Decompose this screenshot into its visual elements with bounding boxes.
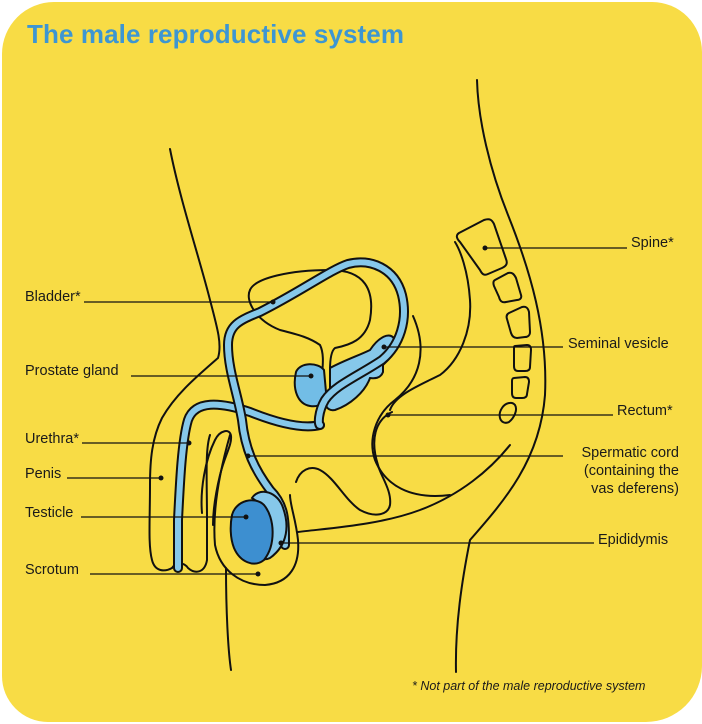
perineum-contour: [297, 444, 511, 533]
back-contour: [454, 79, 547, 673]
label-bladder: Bladder*: [25, 289, 81, 305]
label-spermatic-cord-line-2: (containing the: [583, 463, 679, 479]
label-epididymis: Epididymis: [598, 532, 669, 548]
label-seminal-vesicle: Seminal vesicle: [568, 336, 669, 352]
label-rectum: Rectum*: [617, 403, 673, 419]
label-spine: Spine*: [631, 235, 674, 251]
vertebra: [492, 271, 523, 304]
thigh-line: [225, 567, 232, 671]
scrotum-outline: [213, 434, 300, 586]
testicle-shape: [229, 499, 274, 565]
diagram-title: The male reproductive system: [27, 19, 405, 49]
label-prostate-gland: Prostate gland: [25, 363, 119, 379]
vertebra: [513, 344, 532, 372]
vertebra: [505, 305, 531, 339]
bladder-outline: [249, 269, 373, 371]
label-testicle: Testicle: [25, 505, 74, 521]
leader-lines: [67, 245, 627, 577]
label-scrotum: Scrotum: [25, 562, 79, 578]
perineum-loop: [295, 411, 393, 516]
vertebra: [511, 376, 530, 399]
label-spermatic-cord-line-1: Spermatic cord: [581, 445, 679, 461]
vertebra: [498, 401, 518, 424]
footnote: * Not part of the male reproductive syst…: [412, 679, 646, 693]
abdomen-contour: [148, 148, 221, 572]
vertebra: [455, 218, 508, 276]
label-spermatic-cord-line-3: vas deferens): [591, 481, 679, 497]
rectum-outline-outer: [371, 315, 451, 497]
label-penis: Penis: [25, 466, 62, 482]
label-spermatic-cord: Spermatic cord (containing the vas defer…: [560, 444, 679, 498]
label-urethra: Urethra*: [25, 431, 79, 447]
